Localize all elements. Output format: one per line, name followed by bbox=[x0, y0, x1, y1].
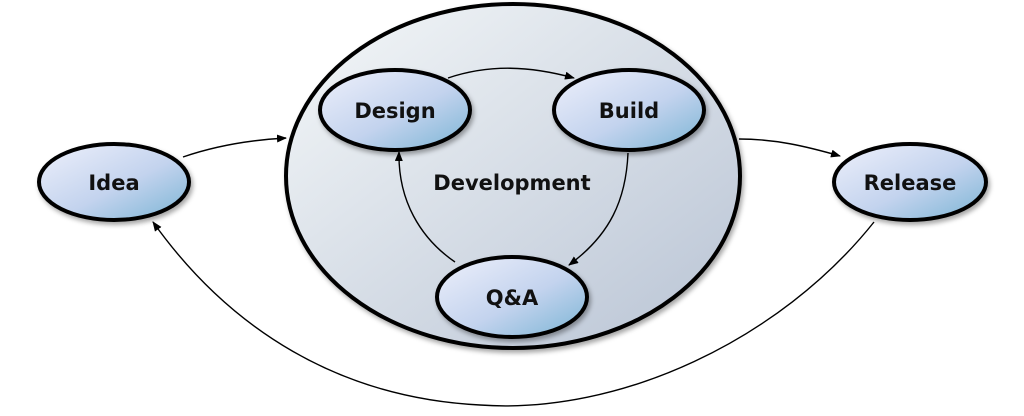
node-release-label: Release bbox=[864, 171, 957, 195]
node-design-label: Design bbox=[354, 99, 435, 123]
arrow-idea-to-development bbox=[182, 134, 287, 158]
node-release[interactable]: Release bbox=[832, 142, 988, 222]
arrow-design-to-build bbox=[447, 67, 575, 80]
node-build[interactable]: Build bbox=[552, 68, 706, 152]
arrow-qa-to-design bbox=[394, 151, 456, 263]
edges bbox=[152, 67, 875, 407]
node-qa[interactable]: Q&A bbox=[435, 255, 589, 339]
arrow-release-to-idea bbox=[152, 221, 875, 407]
node-qa-label: Q&A bbox=[486, 286, 539, 310]
node-idea[interactable]: Idea bbox=[37, 142, 191, 222]
node-idea-label: Idea bbox=[88, 171, 139, 195]
development-label: Development bbox=[433, 171, 590, 195]
node-design[interactable]: Design bbox=[318, 68, 472, 152]
arrow-development-to-release bbox=[738, 138, 841, 158]
arrow-build-to-qa bbox=[568, 152, 629, 266]
node-build-label: Build bbox=[599, 99, 659, 123]
